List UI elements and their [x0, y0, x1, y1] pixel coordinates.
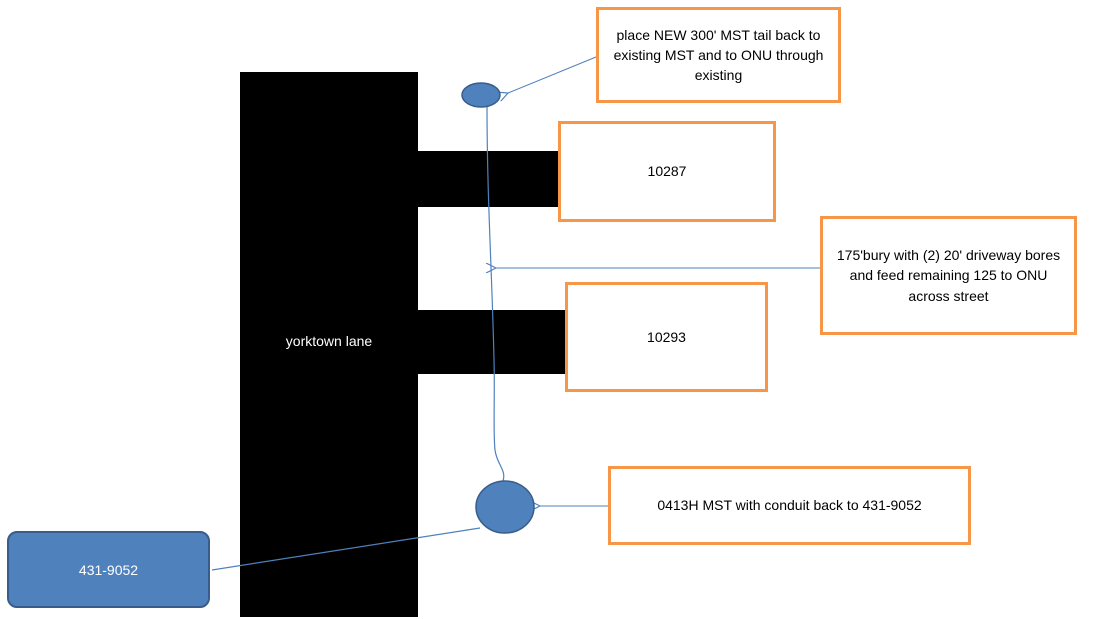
note-bury-text: 175'bury with (2) 20' driveway bores and…	[836, 247, 1061, 304]
arrow-new-mst	[508, 56, 597, 93]
house-box-10293[interactable]: 10293	[565, 282, 768, 392]
source-node-box[interactable]: 431-9052	[7, 531, 210, 608]
road-label: yorktown lane	[285, 333, 373, 349]
conduit-line	[211, 527, 481, 571]
note-existing-mst-text: 0413H MST with conduit back to 431-9052	[657, 497, 922, 514]
road	[240, 72, 418, 617]
fiber-route-line	[486, 103, 505, 485]
note-new-mst: place NEW 300' MST tail back to existing…	[596, 7, 841, 103]
house-label-10293: 10293	[647, 328, 686, 345]
source-node-label: 431-9052	[78, 561, 139, 578]
note-new-mst-text: place NEW 300' MST tail back to existing…	[613, 26, 824, 84]
note-bury: 175'bury with (2) 20' driveway bores and…	[820, 216, 1077, 335]
house-box-10287[interactable]: 10287	[558, 121, 776, 222]
existing-mst-node[interactable]	[475, 480, 535, 534]
note-existing-mst: 0413H MST with conduit back to 431-9052	[608, 466, 971, 545]
house-label-10287: 10287	[647, 163, 687, 180]
new-mst-node[interactable]	[461, 82, 501, 108]
